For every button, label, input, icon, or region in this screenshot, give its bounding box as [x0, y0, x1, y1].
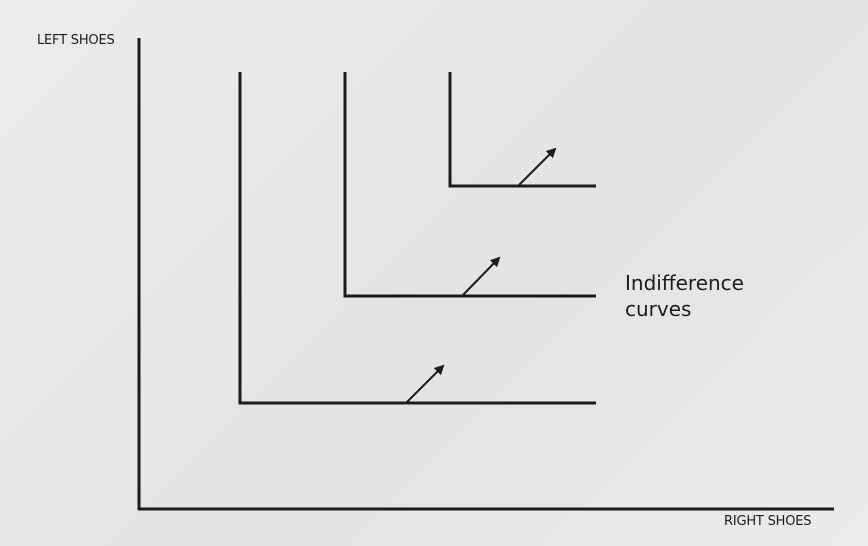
arrow-icon [518, 147, 557, 186]
indifference-curve-3 [448, 72, 596, 188]
y-axis-label: LEFT SHOES [37, 33, 115, 48]
annotation-line-2: curves [625, 297, 692, 321]
arrow-icon [462, 256, 501, 296]
indifference-curves-annotation: Indifference curves [625, 270, 744, 322]
indifference-curve-2 [343, 72, 596, 298]
indifference-curve-1 [238, 72, 596, 405]
annotation-line-1: Indifference [625, 271, 744, 295]
arrow-icon [406, 364, 445, 403]
x-axis-label: RIGHT SHOES [724, 514, 812, 529]
